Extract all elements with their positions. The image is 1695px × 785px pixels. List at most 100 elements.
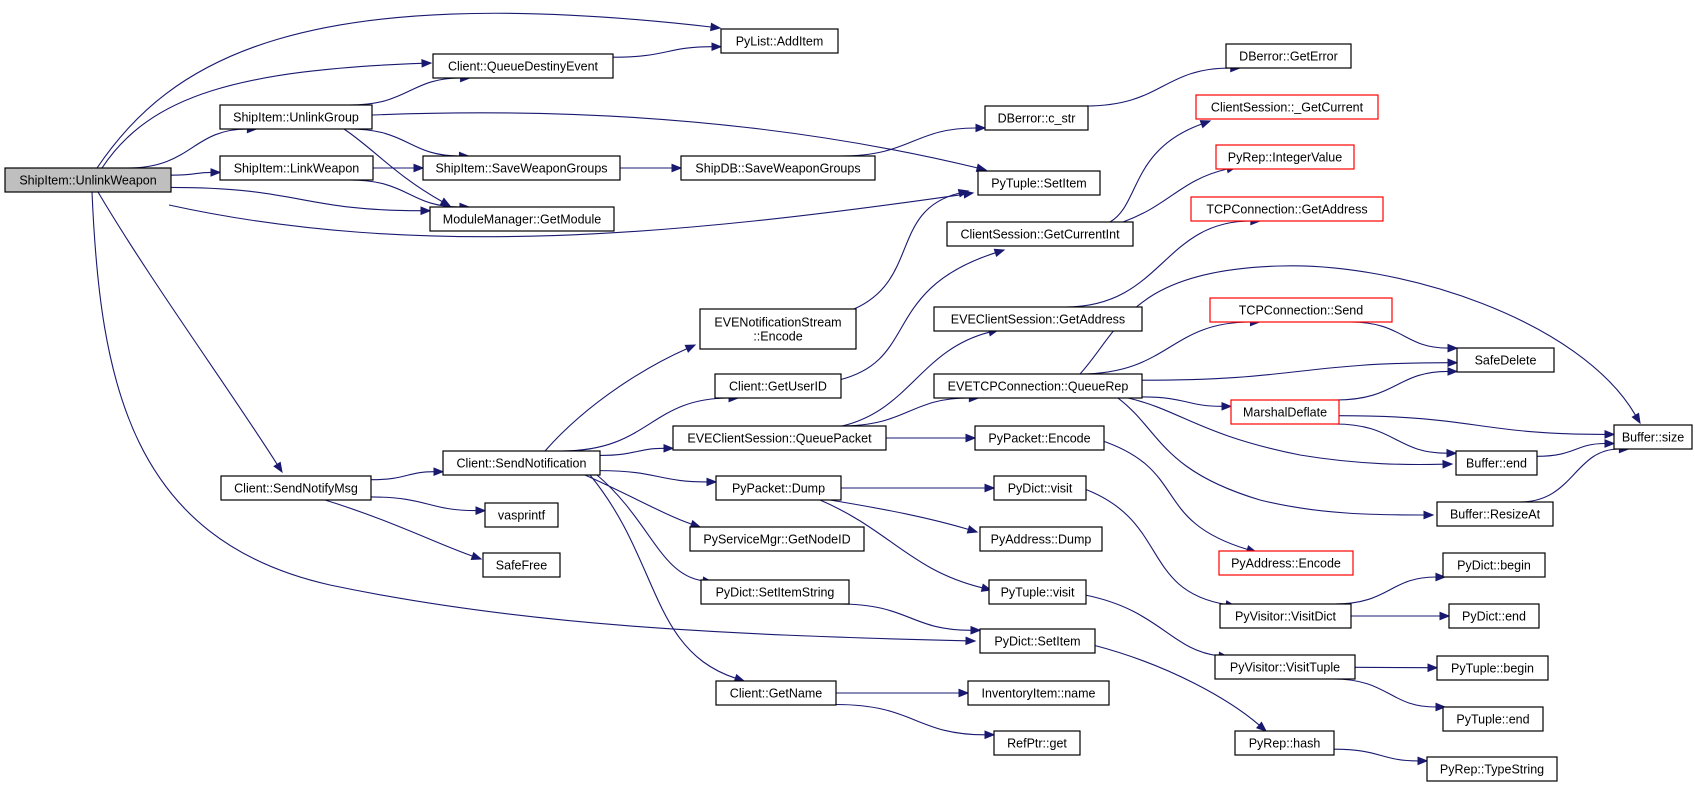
node-box <box>1214 654 1356 680</box>
edge-marshalDeflate-to-safeDelete <box>1335 367 1459 401</box>
node-label: PyTuple::end <box>1456 713 1529 727</box>
node-getName[interactable]: Client::GetName <box>715 680 837 706</box>
node-safeFree[interactable]: SafeFree <box>482 552 561 578</box>
edge-line <box>1079 321 1251 375</box>
node-visitTuple[interactable]: PyVisitor::VisitTuple <box>1214 654 1356 680</box>
edge-queueRep-to-bufferSize <box>1079 265 1641 425</box>
node-cstr[interactable]: DBerror::c_str <box>984 105 1089 131</box>
node-unlinkGroup[interactable]: ShipItem::UnlinkGroup <box>219 104 373 130</box>
node-eveGetAddress[interactable]: EVEClientSession::GetAddress <box>933 306 1143 332</box>
node-getError[interactable]: DBerror::GetError <box>1225 43 1352 69</box>
node-addressDump[interactable]: PyAddress::Dump <box>979 526 1103 552</box>
node-tupleEnd[interactable]: PyTuple::end <box>1442 706 1544 732</box>
edge-line <box>170 171 212 176</box>
node-box <box>714 373 842 399</box>
edge-arrowhead <box>1604 430 1616 439</box>
node-dictVisit[interactable]: PyDict::visit <box>993 475 1087 501</box>
edge-saveWeaponGroups-to-dbSaveWeaponGroups <box>620 163 683 173</box>
node-label: PyAddress::Encode <box>1231 557 1341 571</box>
edge-arrowhead <box>984 730 996 740</box>
edge-arrowhead <box>210 168 222 177</box>
node-box <box>219 155 374 181</box>
edge-line <box>1332 678 1437 708</box>
node-box <box>984 105 1089 131</box>
edge-arrowhead <box>975 163 988 172</box>
edge-unlinkWeapon-to-dictSetItem <box>91 191 977 646</box>
node-itemName[interactable]: InventoryItem::name <box>967 680 1110 706</box>
node-safeDelete[interactable]: SafeDelete <box>1456 347 1555 373</box>
node-dbSaveWeaponGroups[interactable]: ShipDB::SaveWeaponGroups <box>680 155 876 181</box>
edge-queuePacket-to-packetEncode <box>885 433 977 443</box>
node-box <box>1195 94 1379 120</box>
node-label: PyServiceMgr::GetNodeID <box>703 533 850 547</box>
edge-visitTuple-to-tupleBegin <box>1354 663 1439 673</box>
node-linkWeapon[interactable]: ShipItem::LinkWeapon <box>219 155 374 181</box>
node-label: ClientSession::GetCurrentInt <box>960 228 1120 242</box>
node-bufferSize[interactable]: Buffer::size <box>1613 424 1693 450</box>
node-box <box>1455 450 1538 476</box>
node-typeString[interactable]: PyRep::TypeString <box>1426 756 1558 782</box>
edge-arrowhead <box>1447 367 1459 376</box>
node-queuePacket[interactable]: EVEClientSession::QueuePacket <box>672 425 887 451</box>
node-vasprintf[interactable]: vasprintf <box>484 502 559 528</box>
node-getModule[interactable]: ModuleManager::GetModule <box>429 206 615 232</box>
node-queueDestiny[interactable]: Client::QueueDestinyEvent <box>432 53 614 79</box>
node-label: Buffer::end <box>1466 457 1527 471</box>
edge-marshalDeflate-to-bufferSize <box>1338 415 1616 439</box>
node-getCurrent[interactable]: ClientSession::_GetCurrent <box>1195 94 1379 120</box>
node-label: PyTuple::SetItem <box>991 177 1086 191</box>
edge-line <box>127 128 248 169</box>
edge-line <box>170 186 422 212</box>
node-marshalDeflate[interactable]: MarshalDeflate <box>1230 399 1340 425</box>
edge-sendNotifyMsg-to-safeFree <box>324 499 483 561</box>
node-visitDict[interactable]: PyVisitor::VisitDict <box>1219 603 1352 629</box>
node-unlinkWeapon[interactable]: ShipItem::UnlinkWeapon <box>4 167 172 193</box>
node-setItemString[interactable]: PyDict::SetItemString <box>700 579 850 605</box>
edge-unlinkWeapon-to-listAddItem <box>96 12 722 169</box>
node-packetDump[interactable]: PyPacket::Dump <box>715 475 842 501</box>
edge-line <box>841 331 990 427</box>
node-addressEncode[interactable]: PyAddress::Encode <box>1218 550 1354 576</box>
node-sendNotification[interactable]: Client::SendNotification <box>442 450 601 476</box>
node-tupleVisit[interactable]: PyTuple::visit <box>988 579 1087 605</box>
edge-arrowhead <box>1435 702 1447 712</box>
node-box <box>1448 603 1540 629</box>
edge-arrowhead <box>1631 412 1641 425</box>
node-dictBegin[interactable]: PyDict::begin <box>1442 552 1546 578</box>
edge-visitDict-to-dictBegin <box>1334 572 1447 605</box>
node-label: InventoryItem::name <box>982 687 1096 701</box>
node-queueRep[interactable]: EVETCPConnection::QueueRep <box>933 373 1143 399</box>
node-repHash[interactable]: PyRep::hash <box>1234 730 1335 756</box>
node-notifEncode[interactable]: EVENotificationStream::Encode <box>699 308 857 350</box>
node-getUserID[interactable]: Client::GetUserID <box>714 373 842 399</box>
node-box <box>1456 347 1555 373</box>
node-saveWeaponGroups[interactable]: ShipItem::SaveWeaponGroups <box>422 155 621 181</box>
node-box <box>979 628 1096 654</box>
edge-line <box>829 499 969 530</box>
node-tcpSend[interactable]: TCPConnection::Send <box>1209 297 1393 323</box>
edge-arrowhead <box>975 123 987 133</box>
node-listAddItem[interactable]: PyList::AddItem <box>720 28 839 54</box>
node-tupleBegin[interactable]: PyTuple::begin <box>1436 655 1549 681</box>
node-box <box>1190 196 1384 222</box>
node-tupleSetItem[interactable]: PyTuple::SetItem <box>977 170 1101 196</box>
edge-tcpSend-to-safeDelete <box>1350 321 1459 353</box>
node-box <box>220 475 372 501</box>
node-getNodeID[interactable]: PyServiceMgr::GetNodeID <box>689 526 865 552</box>
edge-unlinkGroup-to-getModule <box>343 128 452 207</box>
edge-arrowhead <box>1423 510 1435 520</box>
node-dictSetItem[interactable]: PyDict::SetItem <box>979 628 1096 654</box>
node-getCurrentInt[interactable]: ClientSession::GetCurrentInt <box>946 221 1134 247</box>
node-tcpGetAddress[interactable]: TCPConnection::GetAddress <box>1190 196 1384 222</box>
node-resizeAt[interactable]: Buffer::ResizeAt <box>1436 501 1554 527</box>
node-label: PyPacket::Encode <box>988 432 1090 446</box>
node-dictEnd[interactable]: PyDict::end <box>1448 603 1540 629</box>
node-packetEncode[interactable]: PyPacket::Encode <box>974 425 1105 451</box>
node-bufferEnd[interactable]: Buffer::end <box>1455 450 1538 476</box>
edge-arrowhead <box>433 467 445 477</box>
edge-arrowhead <box>421 59 433 68</box>
node-refGet[interactable]: RefPtr::get <box>993 730 1081 756</box>
edge-unlinkWeapon-to-sendNotifyMsg <box>97 191 283 474</box>
node-sendNotifyMsg[interactable]: Client::SendNotifyMsg <box>220 475 372 501</box>
node-integerValue[interactable]: PyRep::IntegerValue <box>1215 144 1355 170</box>
